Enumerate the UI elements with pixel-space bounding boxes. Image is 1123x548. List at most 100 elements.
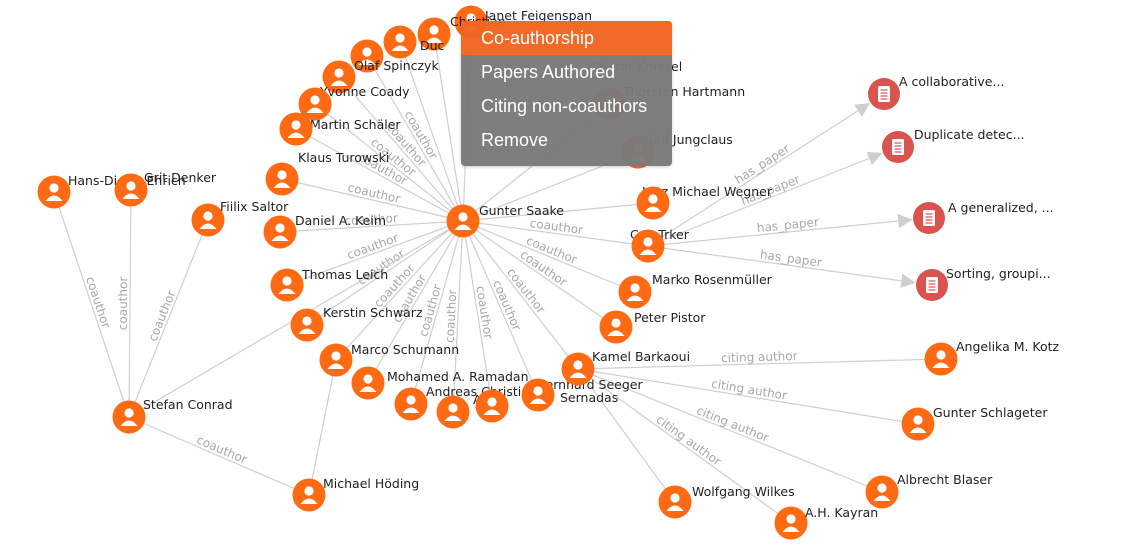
node-label: Duc (420, 38, 445, 53)
edge-label: coauthor (473, 285, 495, 340)
author-node-marko[interactable]: Marko Rosenmüller (599, 272, 773, 344)
edge-grit-stefan (128, 189, 132, 418)
author-node-kamel[interactable]: Kamel Barkaoui (521, 349, 691, 412)
author-node-wolfgang[interactable]: Wolfgang Wilkes (658, 484, 795, 519)
author-node-grit[interactable]: Grit Denker (114, 170, 217, 207)
edge-stefan-michael (128, 416, 310, 496)
document-icon (926, 277, 938, 293)
author-node-thomas[interactable]: Thomas Leich (263, 215, 389, 283)
edge-gunter-duc (399, 41, 464, 222)
node-label: Peter Pistor (634, 310, 706, 325)
node-label: Sernadas (560, 390, 618, 405)
author-node-marco[interactable]: Marco Schumann (290, 308, 460, 358)
node-label: Duplicate detec... (914, 127, 1025, 142)
author-node-daniel[interactable]: Daniel A. Keim (265, 162, 387, 229)
author-node-kayran[interactable]: A.H. Kayran (774, 505, 879, 540)
author-node-angelika[interactable]: Angelika M. Kotz (924, 339, 1060, 376)
author-node-gunter_s[interactable]: Gunter Schlageter (901, 405, 1049, 441)
edge-label: coauthor (346, 180, 401, 206)
node-label: A.H. Kayran (805, 505, 878, 520)
edge-peter-gunter_s (577, 368, 919, 425)
author-node-andreas[interactable]: Andreas Christian (351, 366, 537, 400)
edge-peter-kayran (577, 368, 792, 524)
node-label: Lutz Michael Wegner (642, 184, 773, 199)
person-icon (300, 486, 318, 504)
author-node-bernhard[interactable]: Bernhard Seeger (475, 377, 644, 423)
paper-node-p4[interactable]: Sorting, groupi... (916, 266, 1051, 301)
edge-gunter-bernhard (462, 220, 493, 407)
edge-gunter-kerstin (286, 220, 464, 286)
author-node-lutz[interactable]: Lutz Michael Wegner (631, 184, 773, 263)
edge-label: citing author (695, 403, 771, 445)
node-label: Gunter Schlageter (933, 405, 1048, 420)
person-icon (483, 397, 501, 415)
edge-gunter-marco (306, 220, 464, 326)
edge-gunter-olaf (366, 55, 464, 222)
menu-item-citing-non-coauthors[interactable]: Citing non-coauthors (481, 96, 648, 116)
person-icon (359, 374, 377, 392)
person-icon (782, 514, 800, 532)
edge-lutz-p3 (647, 213, 913, 247)
author-node-klaus[interactable]: Klaus Turowski (279, 112, 390, 166)
person-icon (909, 415, 927, 433)
edge-gunter-sernadas (452, 220, 464, 413)
edge-gunter-lutz (462, 220, 649, 247)
edge-fiilix-stefan (128, 219, 209, 418)
edge-gunter-ralf (462, 202, 654, 222)
node-label: Sorting, groupi... (946, 266, 1051, 281)
author-node-peter[interactable]: Peter Pistor (561, 310, 707, 386)
node-label: Albrecht Blaser (897, 472, 993, 487)
author-node-michael[interactable]: Michael Höding (292, 476, 420, 512)
author-node-gunter[interactable]: Gunter Saake (446, 203, 565, 238)
edge-label: citing author (710, 377, 788, 403)
person-icon (278, 276, 296, 294)
author-node-stefan[interactable]: Stefan Conrad (112, 397, 233, 434)
paper-node-p3[interactable]: A generalized, ... (913, 200, 1054, 234)
person-icon (122, 181, 140, 199)
author-node-sernadas[interactable]: Sernadas (436, 390, 619, 429)
edge-gunter-can (462, 220, 636, 293)
author-node-kerstin[interactable]: Kerstin Schwarz (270, 268, 423, 321)
edge-gunter-martin (314, 103, 464, 222)
node-label: Bernhard Seeger (537, 377, 643, 392)
edge-gunter-andreas2 (410, 220, 464, 405)
person-icon (932, 350, 950, 368)
paper-node-p2[interactable]: Duplicate detec... (882, 127, 1025, 163)
edge-label: citing author (721, 349, 798, 365)
author-node-martin[interactable]: Martin Schäler (298, 87, 402, 133)
edge-gunter-daniel (281, 178, 464, 222)
person-icon (626, 283, 644, 301)
node-label: Fiilix Saltor (220, 199, 289, 214)
node-label: A collaborative... (899, 74, 1004, 89)
edge-gunter-christian (433, 33, 464, 222)
author-node-olaf[interactable]: Olaf Spinczyk (350, 39, 440, 74)
author-node-yvonne[interactable]: Yvonne Coady (319, 60, 410, 100)
person-icon (45, 183, 63, 201)
person-icon (298, 316, 316, 334)
author-node-albrecht[interactable]: Albrecht Blaser (865, 472, 994, 509)
node-label: Grit Denker (144, 170, 217, 185)
person-icon (327, 351, 345, 369)
menu-item-papers-authored[interactable]: Papers Authored (481, 62, 616, 82)
node-label: Mohamed A. Ramadan (387, 369, 529, 384)
edge-gunter-thomas (279, 220, 464, 233)
node-label: Gunter Saake (479, 203, 564, 218)
author-node-duc[interactable]: Duc (383, 25, 445, 59)
person-icon (607, 318, 625, 336)
person-icon (644, 194, 662, 212)
person-icon (873, 483, 891, 501)
edge-gunter-mohamed (335, 220, 464, 361)
person-icon (454, 212, 472, 230)
paper-node-p1[interactable]: A collaborative... (868, 74, 1004, 110)
node-label: Kerstin Schwarz (323, 305, 423, 320)
menu-item-co-authorship[interactable]: Co-authorship (461, 21, 672, 55)
person-icon (306, 95, 324, 113)
person-icon (287, 120, 305, 138)
edge-label: has_paper (759, 247, 823, 269)
edge-label: coauthor (344, 211, 398, 228)
menu-item-remove[interactable]: Remove (481, 130, 549, 150)
author-node-mohamed[interactable]: Mohamed A. Ramadan (319, 343, 529, 385)
author-node-fiilix[interactable]: Fiilix Saltor (191, 199, 290, 237)
document-icon (923, 210, 935, 226)
person-icon (120, 408, 138, 426)
